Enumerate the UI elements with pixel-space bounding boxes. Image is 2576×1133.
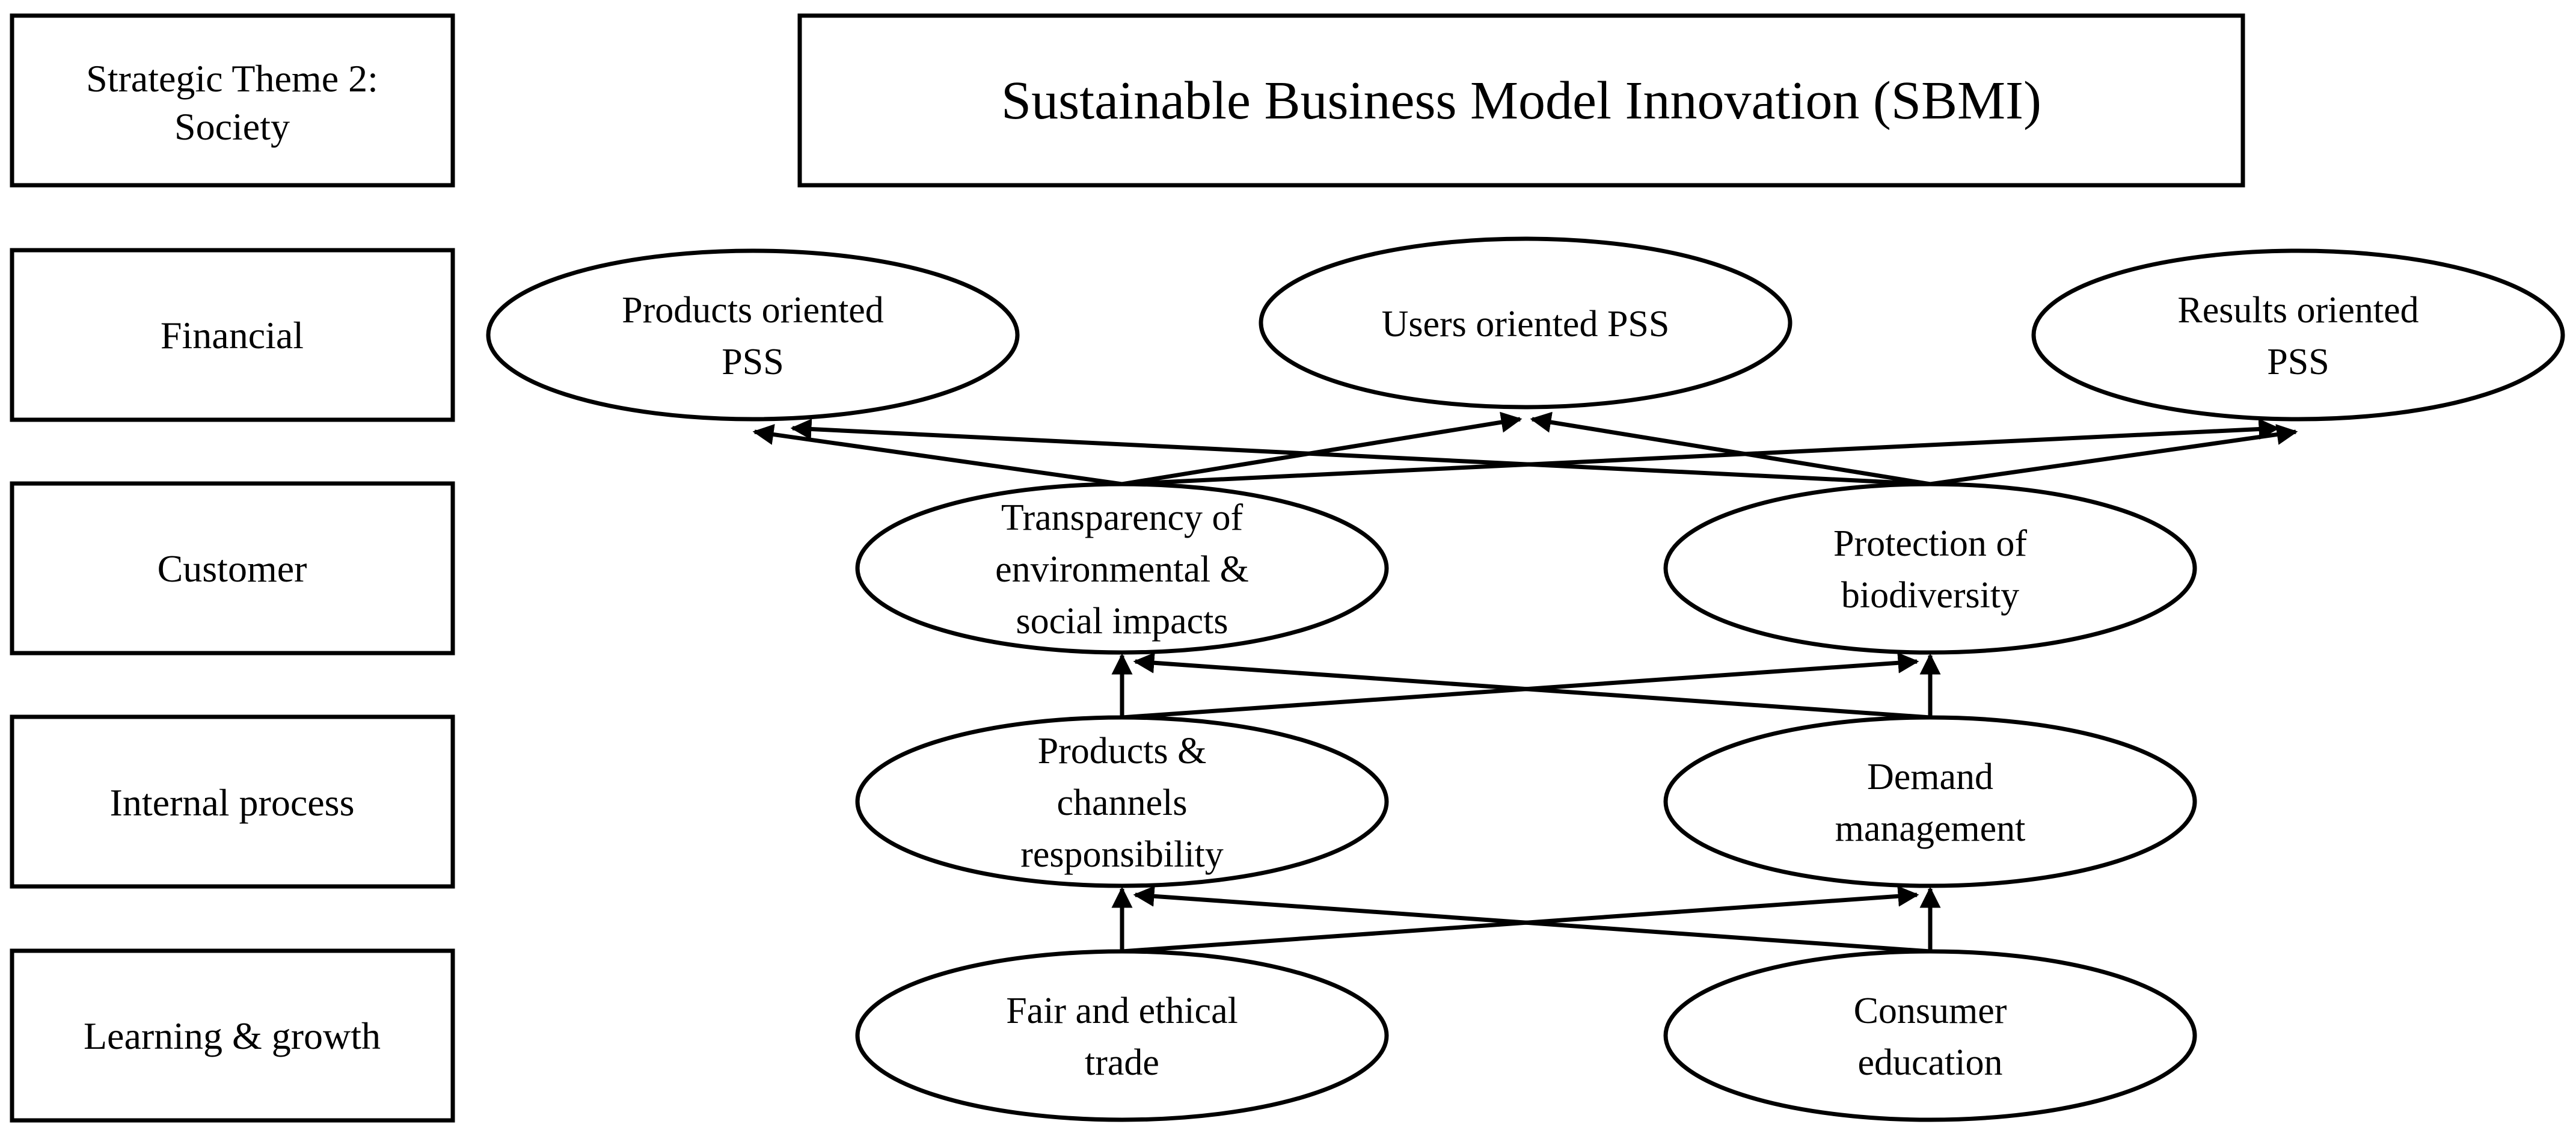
node-fair-trade: Fair and ethical trade xyxy=(855,949,1389,1122)
diagram-title: Sustainable Business Model Innovation (S… xyxy=(1001,71,2041,130)
perspective-customer-frame xyxy=(10,481,455,656)
perspective-internal-label: Internal process xyxy=(110,781,355,824)
theme-line-1: Strategic Theme 2: xyxy=(86,57,378,100)
arrow-transparency-to-products-pss xyxy=(752,424,1123,487)
node-fair-trade-line-2: trade xyxy=(1085,1042,1159,1083)
node-fair-trade-line-1: Fair and ethical xyxy=(1006,990,1238,1031)
node-channels-line-3: responsibility xyxy=(1020,834,1224,875)
node-fair-trade-ellipse xyxy=(855,949,1389,1122)
perspective-customer: Customer xyxy=(10,481,455,656)
node-users-pss-line-1: Users oriented PSS xyxy=(1382,304,1670,345)
theme-box-frame xyxy=(10,13,455,188)
perspective-financial-frame xyxy=(10,248,455,422)
theme-line-2: Society xyxy=(174,105,290,148)
perspective-financial: Financial xyxy=(10,248,455,422)
node-channels-line-1: Products & xyxy=(1038,731,1207,772)
perspective-internal-frame xyxy=(10,714,455,889)
title-box-frame xyxy=(797,13,2245,188)
perspective-financial-label: Financial xyxy=(161,314,304,357)
node-results-pss-line-1: Results oriented xyxy=(2177,290,2418,331)
title-box: Sustainable Business Model Innovation (S… xyxy=(797,13,2245,188)
arrow-biodiversity-to-users-pss xyxy=(1530,411,1931,487)
arrow-biodiversity-to-results-pss xyxy=(1930,424,2298,487)
node-results-pss-line-2: PSS xyxy=(2267,342,2329,382)
node-demand-line-2: management xyxy=(1835,808,2026,849)
arrow-demand-to-transparency xyxy=(1133,652,1931,720)
node-channels: Products & channels responsibility xyxy=(855,715,1389,888)
node-transparency-line-2: environmental & xyxy=(995,549,1249,590)
node-education-line-1: Consumer xyxy=(1854,990,2007,1031)
node-products-pss-ellipse xyxy=(486,248,1020,422)
perspective-learning: Learning & growth xyxy=(10,948,455,1123)
arrow-biodiversity-to-products-pss xyxy=(790,419,1931,487)
perspective-learning-label: Learning & growth xyxy=(84,1015,381,1057)
node-education-ellipse xyxy=(1663,949,2197,1122)
arrow-transparency-to-results-pss xyxy=(1121,419,2280,487)
node-users-pss-ellipse xyxy=(1259,236,1792,410)
node-biodiversity-ellipse xyxy=(1663,482,2197,655)
node-biodiversity-line-2: biodiversity xyxy=(1841,575,2019,616)
node-products-pss-line-2: PSS xyxy=(722,342,784,382)
node-channels-line-2: channels xyxy=(1057,782,1188,823)
perspective-internal: Internal process xyxy=(10,714,455,889)
node-biodiversity: Protection of biodiversity xyxy=(1663,482,2197,655)
node-channels-ellipse xyxy=(855,715,1389,888)
node-demand-ellipse xyxy=(1663,715,2197,888)
node-transparency-line-1: Transparency of xyxy=(1001,497,1244,538)
node-demand: Demand management xyxy=(1663,715,2197,888)
arrow-transparency-to-users-pss xyxy=(1121,411,1523,487)
node-demand-line-1: Demand xyxy=(1867,757,1993,797)
node-transparency: Transparency of environmental & social imp… xyxy=(855,482,1389,655)
links-layer xyxy=(752,411,2298,954)
node-education: Consumer education xyxy=(1663,949,2197,1122)
perspective-customer-label: Customer xyxy=(158,547,307,590)
node-education-line-2: education xyxy=(1857,1042,2002,1083)
node-transparency-ellipse xyxy=(855,482,1389,655)
arrow-education-to-channels xyxy=(1133,885,1931,954)
node-biodiversity-line-1: Protection of xyxy=(1833,523,2027,564)
theme-box: Strategic Theme 2: Society xyxy=(10,13,455,188)
node-results-pss-ellipse xyxy=(2031,248,2565,422)
node-users-pss: Users oriented PSS xyxy=(1259,236,1792,410)
perspective-learning-frame xyxy=(10,948,455,1123)
node-products-pss-line-1: Products oriented xyxy=(622,290,884,331)
node-transparency-line-3: social impacts xyxy=(1016,601,1228,642)
